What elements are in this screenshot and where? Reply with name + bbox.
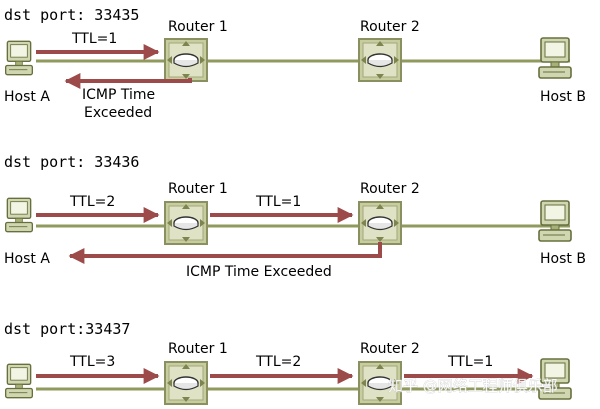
- ttl-label: TTL=2: [69, 194, 115, 210]
- ttl-label: TTL=1: [447, 354, 493, 370]
- router-icon: [164, 361, 208, 405]
- router-icon: [164, 201, 208, 245]
- host-b-label: Host B: [540, 251, 586, 267]
- computer-host-icon: [4, 197, 34, 233]
- host-a-label: Host A: [4, 89, 50, 105]
- router-1-label: Router 1: [168, 341, 228, 357]
- panel-3: dst port:33437 Router 1 Router 2 TTL=3 T…: [4, 320, 572, 405]
- icmp-message-line1: ICMP Time: [82, 87, 155, 103]
- dst-port-label: dst port: 33436: [4, 153, 139, 171]
- router-2-label: Router 2: [360, 19, 420, 35]
- router-2-label: Router 2: [360, 181, 420, 197]
- router-icon: [358, 201, 402, 245]
- watermark: 知乎 @网络工程师俱乐部: [388, 377, 558, 395]
- dst-port-label: dst port:33437: [4, 320, 130, 338]
- ttl-label: TTL=2: [255, 354, 301, 370]
- icmp-return-arrow: [64, 73, 192, 89]
- ttl-label: TTL=1: [255, 194, 301, 210]
- ttl-label: TTL=3: [69, 354, 115, 370]
- panel-1: dst port: 33435 Router 1 Router 2 Host A…: [4, 6, 586, 121]
- computer-host-icon: [4, 363, 34, 399]
- panel-2: dst port: 33436 Router 1 Router 2 Host A…: [4, 153, 586, 280]
- router-icon: [358, 38, 402, 82]
- router-1-label: Router 1: [168, 181, 228, 197]
- router-icon: [164, 38, 208, 82]
- host-b-label: Host B: [540, 89, 586, 105]
- computer-host-icon: [538, 200, 572, 242]
- host-a-label: Host A: [4, 251, 50, 267]
- ttl-label: TTL=1: [71, 31, 117, 47]
- icmp-return-arrow: [68, 242, 382, 264]
- icmp-message-line2: Exceeded: [84, 105, 152, 121]
- dst-port-label: dst port: 33435: [4, 6, 139, 24]
- computer-host-icon: [4, 40, 34, 76]
- router-1-label: Router 1: [168, 19, 228, 35]
- computer-host-icon: [538, 37, 572, 79]
- icmp-message: ICMP Time Exceeded: [186, 264, 332, 280]
- router-2-label: Router 2: [360, 341, 420, 357]
